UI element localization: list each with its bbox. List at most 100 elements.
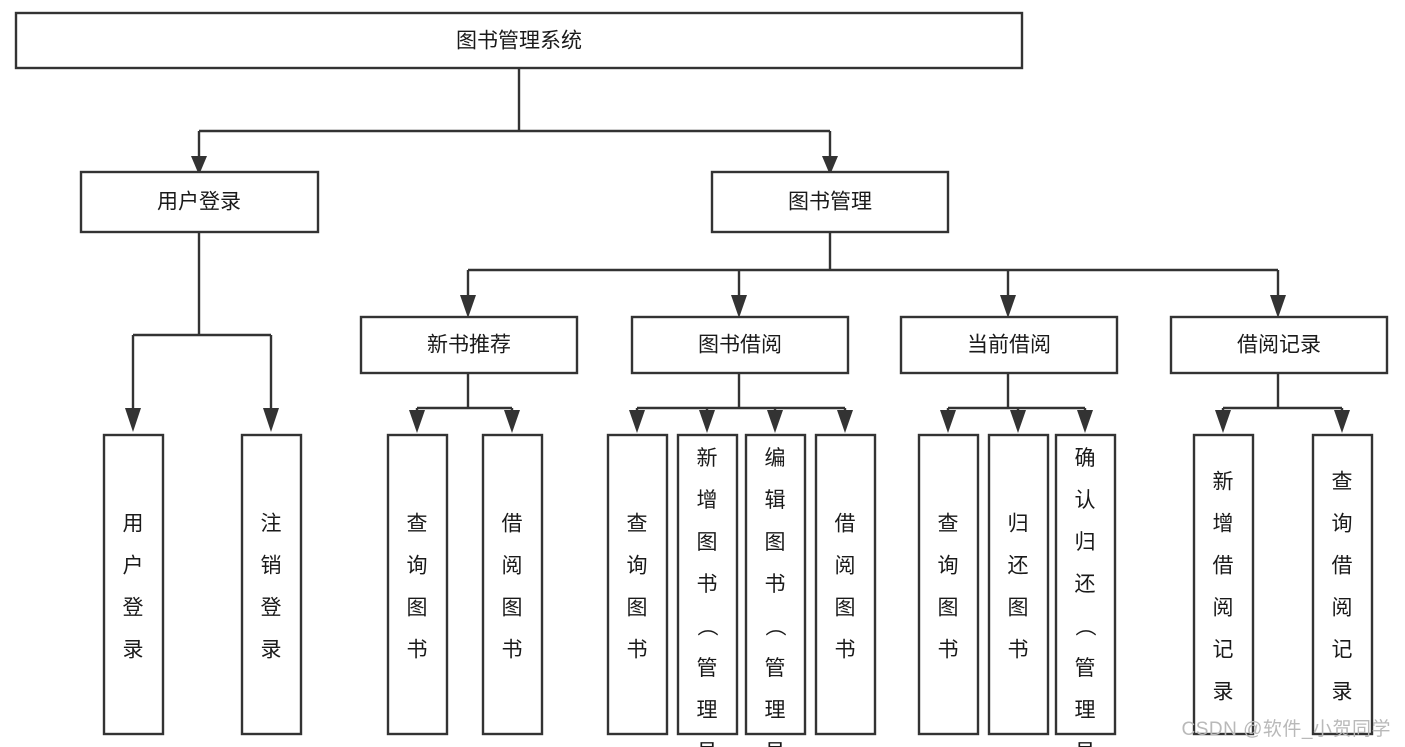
leaf-edit-book-box[interactable]	[744, 433, 807, 736]
leaf-confirm-return-box[interactable]	[1054, 433, 1117, 736]
leaf-edit-book[interactable]	[744, 433, 807, 736]
leaf-label-char: 还	[1008, 555, 1029, 578]
node-user-login-label: 用户登录	[157, 191, 241, 214]
leaf-query-book-3-box[interactable]	[917, 433, 980, 736]
leaf-label-char: （	[695, 616, 718, 637]
node-borrow-record-label: 借阅记录	[1237, 334, 1321, 357]
leaf-label-char: 记	[1213, 639, 1234, 662]
node-new-book-recommend[interactable]: 新书推荐	[359, 315, 579, 375]
node-current-borrow-box[interactable]	[899, 315, 1119, 375]
leaf-label-char: 录	[261, 639, 282, 662]
leaf-label-char: 询	[407, 555, 428, 578]
node-new-book-recommend-box[interactable]	[359, 315, 579, 375]
leaf-label-char: 增	[1213, 513, 1234, 536]
leaf-label-char: 图	[1008, 597, 1029, 620]
leaf-add-record[interactable]	[1192, 433, 1255, 736]
leaf-return-book-box[interactable]	[987, 433, 1050, 736]
leaf-label-layer: 用户登录注销登录查询图书借阅图书查询图书新增图书（管理员）编辑图书（管理员）借阅…	[123, 447, 1353, 747]
connector-layer	[125, 68, 1350, 433]
node-user-login-box[interactable]	[79, 170, 320, 234]
leaf-label-char: 增	[697, 489, 718, 512]
leaf-label-char: 书	[835, 639, 856, 662]
leaf-query-book-1-box[interactable]	[386, 433, 449, 736]
leaf-label-char: 新	[1213, 471, 1234, 494]
leaf-label-char: 记	[1332, 639, 1353, 662]
node-book-manage[interactable]: 图书管理	[710, 170, 950, 234]
leaf-label-char: 阅	[1213, 597, 1234, 620]
arrow-to-leaf-query-record	[1334, 410, 1350, 433]
leaf-label-char: 员	[765, 741, 786, 747]
leaf-label-char: 书	[1008, 639, 1029, 662]
leaf-query-record-box[interactable]	[1311, 433, 1374, 736]
leaf-label-char: 登	[261, 597, 282, 620]
leaf-label-char: 图	[627, 597, 648, 620]
arrow-to-leaf-user-login	[125, 408, 141, 432]
arrow-to-leaf-logout-login	[263, 408, 279, 432]
leaf-add-record-box[interactable]	[1192, 433, 1255, 736]
node-book-borrow[interactable]: 图书借阅	[630, 315, 850, 375]
leaf-query-book-3[interactable]	[917, 433, 980, 736]
leaf-query-book-1[interactable]	[386, 433, 449, 736]
leaf-label-char: 录	[1332, 681, 1353, 704]
node-book-borrow-box[interactable]	[630, 315, 850, 375]
node-root[interactable]: 图书管理系统	[14, 11, 1024, 70]
leaf-label-char: 询	[1332, 513, 1353, 536]
leaf-label-char: 图	[502, 597, 523, 620]
leaf-label-char: 认	[1075, 489, 1096, 512]
node-book-manage-box[interactable]	[710, 170, 950, 234]
leaf-user-login[interactable]	[102, 433, 165, 736]
leaf-label-char: 管	[765, 657, 786, 680]
leaf-query-book-2[interactable]	[606, 433, 669, 736]
leaf-label-char: 查	[938, 513, 959, 536]
arrow-to-leaf-borrow-book-1	[504, 410, 520, 433]
leaf-label-char: （	[763, 616, 786, 637]
leaf-label-char: 销	[261, 555, 282, 578]
leaf-borrow-book-2[interactable]	[814, 433, 877, 736]
leaf-return-book[interactable]	[987, 433, 1050, 736]
node-user-login[interactable]: 用户登录	[79, 170, 320, 234]
leaf-confirm-return[interactable]	[1054, 433, 1117, 736]
leaf-label-char: 图	[697, 531, 718, 554]
leaf-label-char: 书	[407, 639, 428, 662]
leaf-query-record[interactable]	[1311, 433, 1374, 736]
arrow-to-book-borrow	[731, 295, 747, 318]
node-borrow-record[interactable]: 借阅记录	[1169, 315, 1389, 375]
arrow-to-leaf-return-book	[1010, 410, 1026, 433]
leaf-label-char: 录	[123, 639, 144, 662]
leaf-add-book-box[interactable]	[676, 433, 739, 736]
leaf-borrow-book-1-box[interactable]	[481, 433, 544, 736]
csdn-watermark: CSDN @软件_小贺同学	[1181, 719, 1391, 740]
leaf-label-char: 书	[502, 639, 523, 662]
leaf-borrow-book-2-box[interactable]	[814, 433, 877, 736]
leaf-query-book-2-box[interactable]	[606, 433, 669, 736]
node-current-borrow[interactable]: 当前借阅	[899, 315, 1119, 375]
node-borrow-record-box[interactable]	[1169, 315, 1389, 375]
arrow-to-book-manage	[822, 156, 838, 175]
leaf-label-char: 录	[1213, 681, 1234, 704]
leaf-label-char: 询	[627, 555, 648, 578]
leaf-label-char: 询	[938, 555, 959, 578]
arrow-to-leaf-query-book-3	[940, 410, 956, 433]
leaf-add-book[interactable]	[676, 433, 739, 736]
leaf-label-char: 借	[835, 513, 856, 536]
leaf-label-char: 书	[765, 573, 786, 596]
leaf-label-char: 阅	[1332, 597, 1353, 620]
leaf-logout-login[interactable]	[240, 433, 303, 736]
leaf-label-char: 户	[123, 555, 144, 578]
leaf-label-char: 书	[697, 573, 718, 596]
leaf-user-login-box[interactable]	[102, 433, 165, 736]
leaf-logout-login-box[interactable]	[240, 433, 303, 736]
leaf-label-char: 书	[627, 639, 648, 662]
node-root-box[interactable]	[14, 11, 1024, 70]
arrow-to-leaf-confirm-return	[1077, 410, 1093, 433]
leaf-borrow-book-1[interactable]	[481, 433, 544, 736]
